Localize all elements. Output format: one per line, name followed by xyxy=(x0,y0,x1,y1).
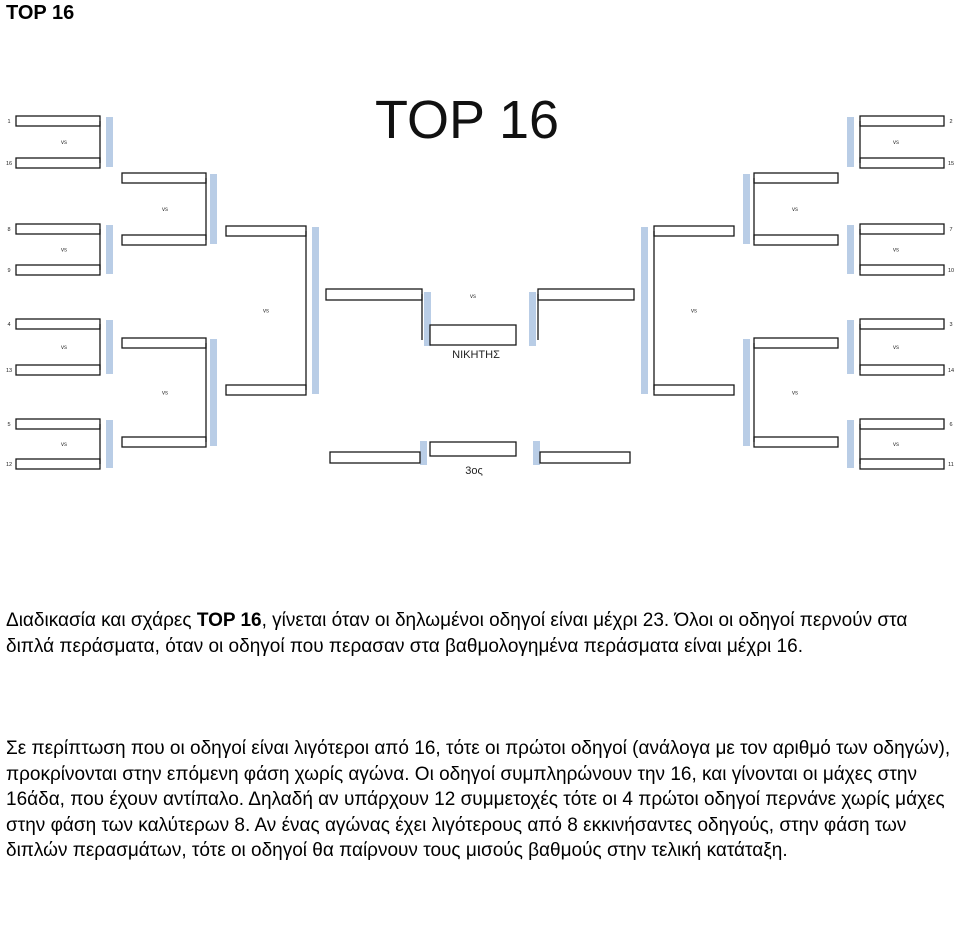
left-r1-vs-2: vs xyxy=(61,248,67,254)
left-r2-connector-bar-2 xyxy=(210,339,217,446)
third-right-connector-bar xyxy=(533,441,540,465)
left-r1-slot-5 xyxy=(15,318,101,330)
right-seed-5: 3 xyxy=(949,322,952,328)
intro-text-bold: TOP 16 xyxy=(196,610,262,631)
left-r2-slot-2 xyxy=(121,234,207,246)
right-r1-slot-1 xyxy=(859,115,945,127)
right-r1-connector-bar-3 xyxy=(847,320,854,374)
rules-paragraph: Σε περίπτωση που οι οδηγοί είναι λιγότερ… xyxy=(6,738,951,862)
right-seed-3: 7 xyxy=(949,227,952,233)
left-seed-4: 9 xyxy=(7,268,10,274)
right-seed-8: 11 xyxy=(948,462,954,468)
left-r1-connector-bar-2 xyxy=(106,225,113,274)
left-r2-vs-2: vs xyxy=(162,391,168,397)
third-left-connector-bar xyxy=(420,441,427,465)
right-r2-vs-1: vs xyxy=(792,207,798,213)
right-r1-vs-4: vs xyxy=(893,442,899,448)
semifinal-vs: vs xyxy=(470,294,476,300)
left-seed-7: 5 xyxy=(7,422,10,428)
right-r1-vs-2: vs xyxy=(893,248,899,254)
left-r1-connector-bar-1 xyxy=(106,117,113,167)
left-r1-slot-4 xyxy=(15,264,101,276)
third-right-slot xyxy=(539,451,631,464)
third-place-slot xyxy=(429,441,517,457)
left-r2-connector-bar-1 xyxy=(210,174,217,244)
intro-paragraph: Διαδικασία και σχάρες TOP 16, γίνεται ότ… xyxy=(6,608,956,659)
right-seed-4: 10 xyxy=(948,268,954,274)
left-r3-slot-2 xyxy=(225,384,307,396)
right-r2-connector-bar-1 xyxy=(743,174,750,244)
right-r1-slot-8 xyxy=(859,458,945,470)
left-seed-1: 1 xyxy=(7,119,10,125)
right-r1-slot-3 xyxy=(859,223,945,235)
left-r3-connector-bar xyxy=(312,227,319,394)
left-r2-slot-1 xyxy=(121,172,207,184)
right-r1-connector-bar-4 xyxy=(847,420,854,468)
left-r1-slot-6 xyxy=(15,364,101,376)
right-seed-1: 2 xyxy=(949,119,952,125)
right-semifinal-slot xyxy=(537,288,635,301)
right-r1-slot-5 xyxy=(859,318,945,330)
right-r1-connector-bar-2 xyxy=(847,225,854,274)
right-r1-slot-6 xyxy=(859,364,945,376)
right-r2-connector-bar-2 xyxy=(743,339,750,446)
right-r3-slot-2 xyxy=(653,384,735,396)
left-r3-vs: vs xyxy=(263,309,269,315)
right-r1-slot-4 xyxy=(859,264,945,276)
third-place-label: 3ος xyxy=(465,465,483,477)
left-r1-connector-bar-3 xyxy=(106,320,113,374)
left-seed-2: 16 xyxy=(6,161,12,167)
right-r3-connector-bar xyxy=(641,227,648,394)
right-r1-connector-bar-1 xyxy=(847,117,854,167)
left-r3-slot-1 xyxy=(225,225,307,237)
left-r1-slot-1 xyxy=(15,115,101,127)
right-r2-slot-3 xyxy=(753,337,839,349)
left-r1-slot-7 xyxy=(15,418,101,430)
left-r1-slot-3 xyxy=(15,223,101,235)
page-heading: TOP 16 xyxy=(6,2,75,24)
left-seed-3: 8 xyxy=(7,227,10,233)
right-r2-vs-2: vs xyxy=(792,391,798,397)
left-semifinal-connector-bar xyxy=(424,292,431,346)
winner-label: ΝΙΚΗΤΗΣ xyxy=(452,349,500,361)
left-r1-slot-8 xyxy=(15,458,101,470)
bracket-diagram: TOP 16 11689413512vsvsvsvsvsvsvs21571031… xyxy=(6,90,954,477)
left-seed-5: 4 xyxy=(7,322,10,328)
right-r2-slot-2 xyxy=(753,234,839,246)
right-r1-slot-2 xyxy=(859,157,945,169)
right-r3-slot-1 xyxy=(653,225,735,237)
bracket-title: TOP 16 xyxy=(375,90,559,150)
right-r3-vs: vs xyxy=(691,309,697,315)
left-seed-6: 13 xyxy=(6,368,12,374)
right-r1-vs-1: vs xyxy=(893,140,899,146)
final-slot xyxy=(429,324,517,346)
right-seed-7: 6 xyxy=(949,422,952,428)
right-semifinal-connector-bar xyxy=(529,292,536,346)
left-r2-slot-4 xyxy=(121,436,207,448)
left-r1-connector-bar-4 xyxy=(106,420,113,468)
left-r2-vs-1: vs xyxy=(162,207,168,213)
left-seed-8: 12 xyxy=(6,462,12,468)
left-r1-vs-4: vs xyxy=(61,442,67,448)
right-seed-6: 14 xyxy=(948,368,954,374)
right-r2-slot-4 xyxy=(753,436,839,448)
left-r1-vs-1: vs xyxy=(61,140,67,146)
left-r1-vs-3: vs xyxy=(61,345,67,351)
intro-text-end: , γίνεται όταν οι δηλωμένοι οδηγοί είναι… xyxy=(6,610,908,657)
left-r2-slot-3 xyxy=(121,337,207,349)
left-r1-slot-2 xyxy=(15,157,101,169)
right-r2-slot-1 xyxy=(753,172,839,184)
left-semifinal-slot xyxy=(325,288,423,301)
intro-text-start: Διαδικασία και σχάρες xyxy=(6,610,197,631)
right-r1-vs-3: vs xyxy=(893,345,899,351)
right-r1-slot-7 xyxy=(859,418,945,430)
right-seed-2: 15 xyxy=(948,161,954,167)
third-left-slot xyxy=(329,451,421,464)
